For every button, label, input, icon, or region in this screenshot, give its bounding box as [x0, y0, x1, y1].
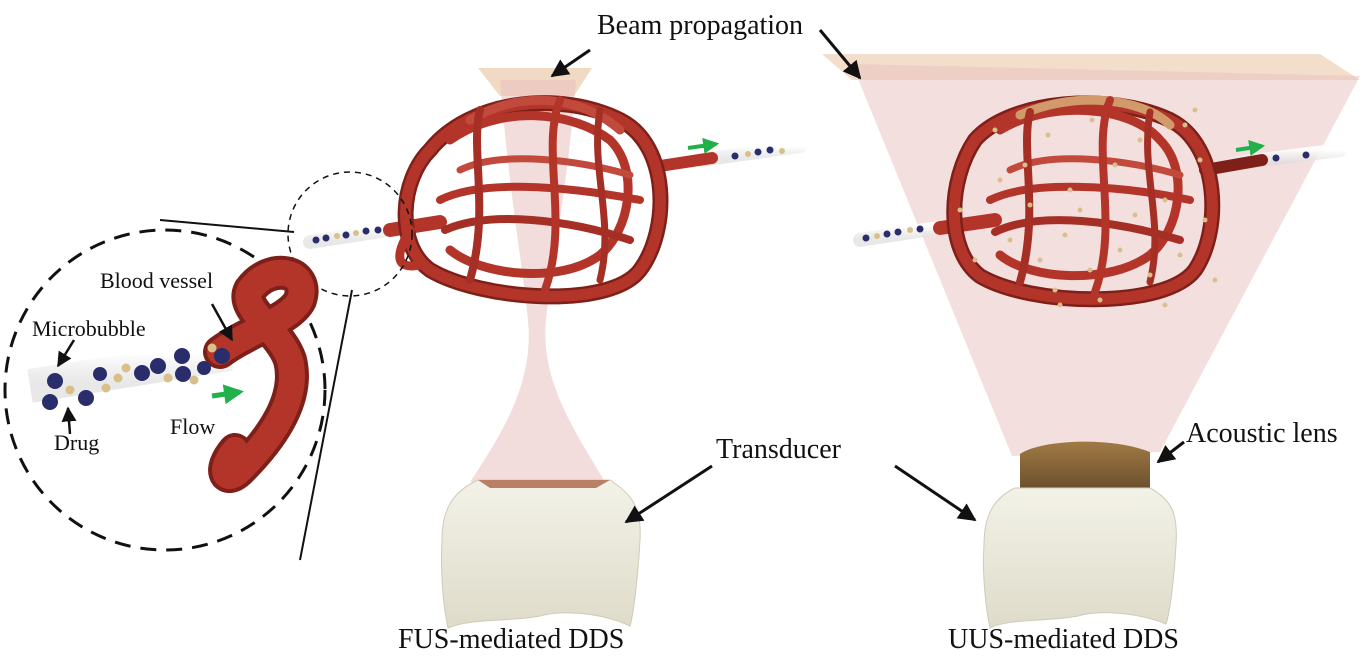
fus-microbubbles-out [731, 146, 785, 160]
zoom-flow-arrow [211, 384, 244, 405]
fus-vessel-network [303, 95, 807, 305]
transducer-arrow-right [894, 464, 977, 522]
lens-arrow [1156, 440, 1185, 464]
fus-setup [303, 68, 807, 629]
fus-transducer-face [478, 480, 610, 488]
flow-label: Flow [170, 414, 216, 439]
fus-beam [470, 80, 605, 482]
uus-transducer-body [982, 487, 1177, 629]
transducer-label: Transducer [716, 434, 841, 465]
fus-transducer-body [440, 479, 641, 629]
beam-propagation-label: Beam propagation [597, 10, 804, 41]
uus-microbubbles-out [1272, 151, 1310, 162]
fus-flow-arrow [687, 137, 720, 154]
uus-caption: UUS-mediated DDS [948, 624, 1179, 655]
transducer-arrow-left [624, 464, 713, 524]
beam-arrow-right [818, 29, 862, 80]
drug-label: Drug [54, 430, 100, 455]
pointer-arrows [550, 29, 1185, 524]
zoom-source-circle [287, 171, 413, 297]
fus-caption: FUS-mediated DDS [398, 624, 625, 655]
blood-vessel-label: Blood vessel [100, 268, 214, 293]
acoustic-lens-label: Acoustic lens [1186, 418, 1338, 449]
fus-microbubbles-in [312, 226, 382, 244]
uus-released-drug [957, 107, 1218, 308]
beam-arrow-left [550, 48, 591, 78]
uus-acoustic-lens [1020, 441, 1150, 490]
zoom-inset [3, 171, 413, 561]
uus-microbubbles-in [862, 225, 924, 242]
uus-flow-arrow [1235, 140, 1266, 156]
uus-vessel-network [853, 95, 1347, 308]
zoom-drug-particles [65, 343, 217, 395]
microbubble-label: Microbubble [32, 316, 146, 341]
uus-setup [822, 54, 1360, 629]
zoom-microbubbles [42, 348, 230, 410]
